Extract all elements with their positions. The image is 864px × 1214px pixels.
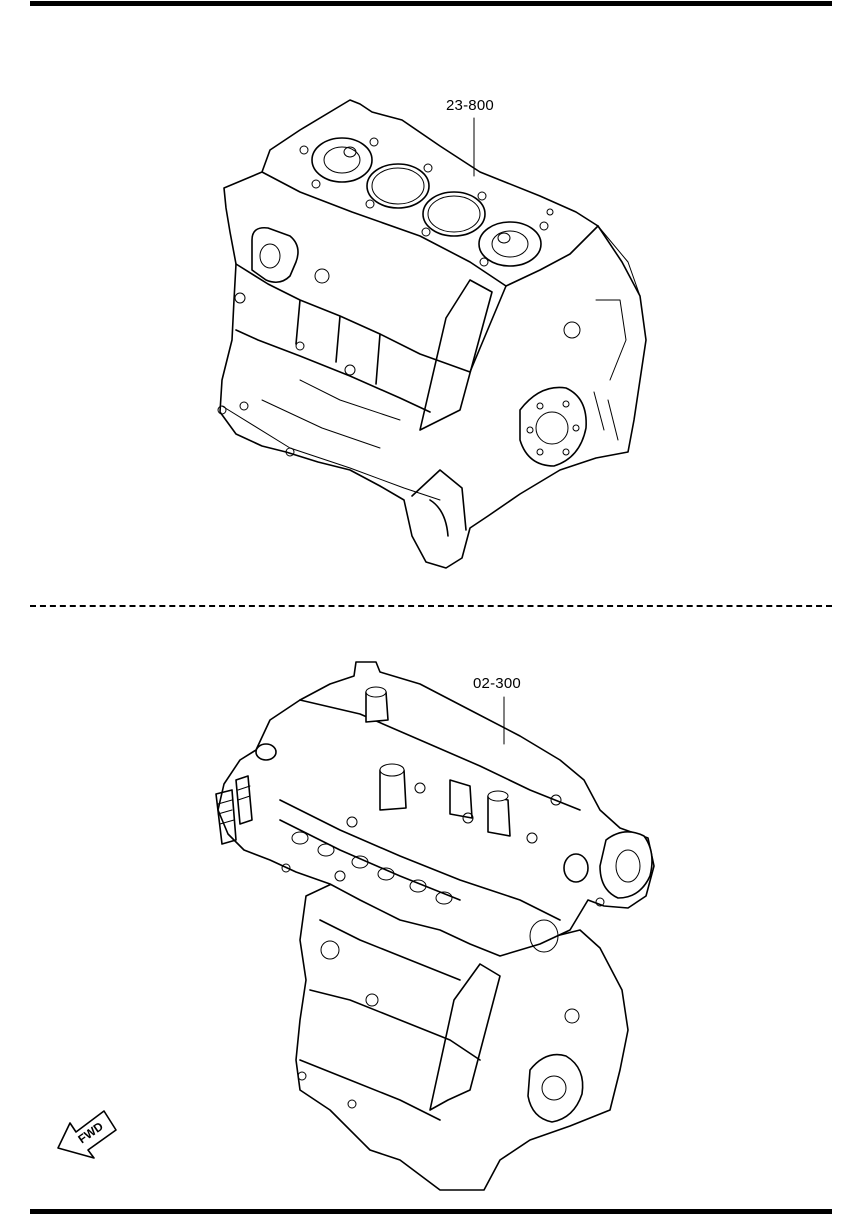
thermostat-housing (599, 831, 653, 899)
block-side-wall (235, 263, 507, 413)
part-number-cylinder-block[interactable]: 23-800 (446, 97, 494, 114)
fwd-arrow-icon (57, 1110, 117, 1159)
cylinder-bore-1 (311, 137, 373, 183)
cylinder-block-outline (219, 99, 647, 569)
cam-cover-ridge (299, 699, 581, 811)
intake-port-flange (279, 799, 561, 921)
head-lifting-eye (255, 743, 277, 761)
cylinder-head-drawing[interactable] (215, 661, 655, 1191)
intake-ports (291, 831, 453, 905)
cylinder-block-deck (261, 171, 599, 287)
cylinder-bore-4 (478, 221, 542, 267)
bottom-frame-bar (30, 1209, 832, 1214)
injector-rail (215, 775, 253, 845)
section-divider (30, 605, 832, 607)
block-crank-flange (519, 386, 587, 467)
deck-bolt-holes (299, 137, 554, 267)
cylinder-head-outline (217, 661, 655, 957)
block-rear-strut (411, 279, 493, 537)
cylinder-block-drawing[interactable] (217, 99, 647, 569)
engine-crank-flange (527, 1053, 584, 1123)
block-oil-pan-rail (221, 379, 441, 501)
head-bolts (281, 782, 605, 907)
part-number-cylinder-head[interactable]: 02-300 (473, 675, 521, 692)
coil-towers (365, 686, 511, 837)
block-side-bolts (217, 268, 581, 457)
engine-rear-strut (429, 963, 501, 1111)
block-water-pump-boss (251, 226, 299, 284)
top-frame-bar (30, 1, 832, 6)
cylinder-bore-2 (366, 163, 430, 209)
fwd-orientation-arrow: FWD (57, 1110, 117, 1159)
cylinder-bore-3 (422, 191, 486, 237)
head-outlet-port (563, 853, 589, 883)
